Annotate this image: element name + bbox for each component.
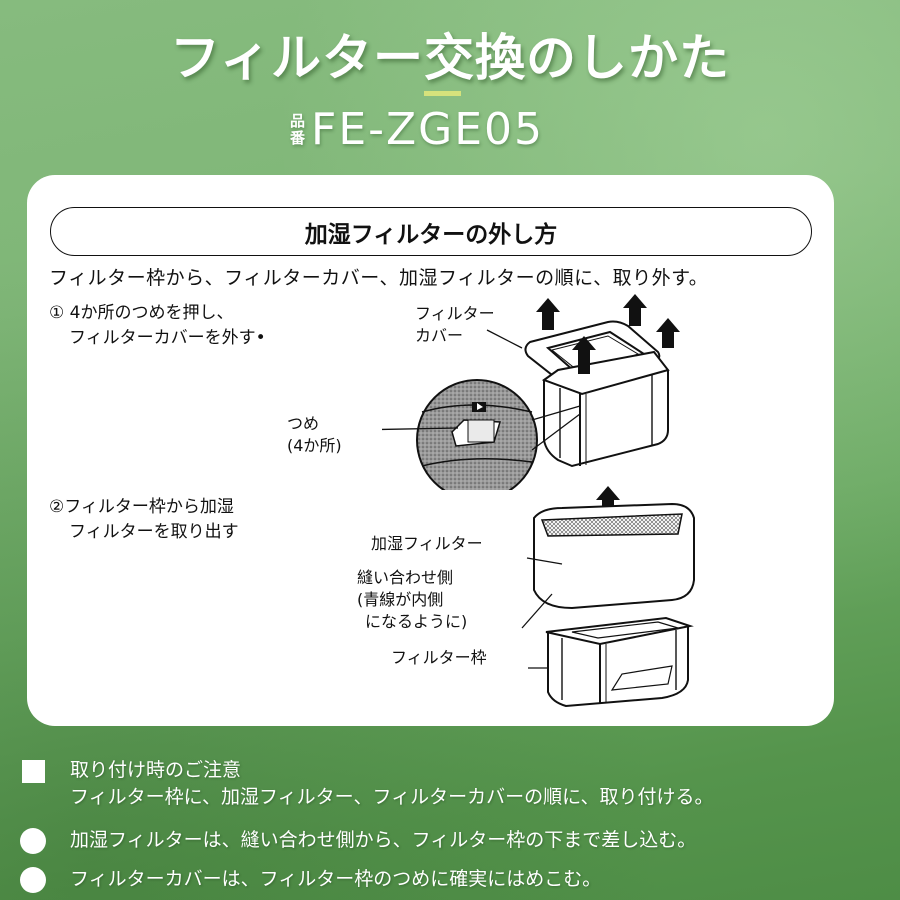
step-2-line2: フィルターを取り出す bbox=[69, 522, 239, 542]
note-cover-claw: フィルターカバーは、フィルター枠のつめに確実にはめこむ。 bbox=[20, 866, 882, 896]
step-1-line2: フィルターカバーを外す• bbox=[69, 328, 266, 348]
section-title: 加湿フィルターの外し方 bbox=[50, 207, 812, 256]
callout-seam-line2: (青線が内側 bbox=[357, 590, 444, 609]
model-number-block: 品 番 FE-ZGE05 bbox=[290, 104, 544, 155]
callout-cover-line2: カバー bbox=[415, 326, 464, 345]
callout-seam-line3: になるように) bbox=[365, 612, 468, 631]
note-seam-insert-text: 加湿フィルターは、縫い合わせ側から、フィルター枠の下まで差し込む。 bbox=[70, 829, 697, 851]
callout-filter-cover: フィルター カバー bbox=[415, 303, 495, 347]
arrow-up-icons bbox=[536, 294, 680, 374]
note-seam-insert: 加湿フィルターは、縫い合わせ側から、フィルター枠の下まで差し込む。 bbox=[20, 827, 882, 857]
instruction-card: 加湿フィルターの外し方 フィルター枠から、フィルターカバー、加湿フィルターの順に… bbox=[27, 175, 834, 726]
callout-cover-line1: フィルター bbox=[415, 304, 495, 323]
note-cover-claw-text: フィルターカバーは、フィルター枠のつめに確実にはめこむ。 bbox=[70, 868, 602, 890]
step-1: ① 4か所のつめを押し、 フィルターカバーを外す• bbox=[49, 301, 266, 351]
callout-filter-frame: フィルター枠 bbox=[391, 648, 487, 667]
callout-claw-line2: (4か所) bbox=[287, 436, 342, 455]
model-label-top: 品 bbox=[290, 111, 306, 130]
square-bullet-icon bbox=[22, 760, 45, 783]
model-label: 品 番 bbox=[290, 111, 306, 147]
callout-claw: つめ (4か所) bbox=[287, 413, 342, 457]
page-title: フィルター交換のしかた bbox=[170, 29, 730, 87]
callout-seam: 縫い合わせ側 (青線が内側 になるように) bbox=[357, 567, 467, 633]
note-installation-title: 取り付け時のご注意 bbox=[70, 759, 242, 781]
callout-humid-filter: 加湿フィルター bbox=[371, 534, 483, 553]
accent-bar bbox=[424, 91, 461, 96]
model-label-bottom: 番 bbox=[290, 128, 306, 147]
callout-claw-line1: つめ bbox=[287, 414, 320, 433]
intro-text: フィルター枠から、フィルターカバー、加湿フィルターの順に、取り外す。 bbox=[49, 267, 709, 289]
note-installation-body: フィルター枠に、加湿フィルター、フィルターカバーの順に、取り付ける。 bbox=[70, 786, 714, 808]
humid-filter-illustration bbox=[521, 486, 695, 708]
note-installation-text: 取り付け時のご注意 フィルター枠に、加湿フィルター、フィルターカバーの順に、取り… bbox=[70, 757, 714, 811]
step-2: ②フィルター枠から加湿 フィルターを取り出す bbox=[49, 495, 239, 545]
filter-cover-illustration bbox=[382, 294, 680, 490]
circle-bullet-icon bbox=[20, 828, 46, 854]
note-installation: 取り付け時のご注意 フィルター枠に、加湿フィルター、フィルターカバーの順に、取り… bbox=[22, 757, 882, 817]
circle-bullet-icon bbox=[20, 867, 46, 893]
step-2-line1: ②フィルター枠から加湿 bbox=[49, 497, 234, 517]
model-number: FE-ZGE05 bbox=[311, 104, 545, 155]
callout-seam-line1: 縫い合わせ側 bbox=[357, 568, 454, 587]
step-1-line1: ① 4か所のつめを押し、 bbox=[49, 303, 234, 323]
